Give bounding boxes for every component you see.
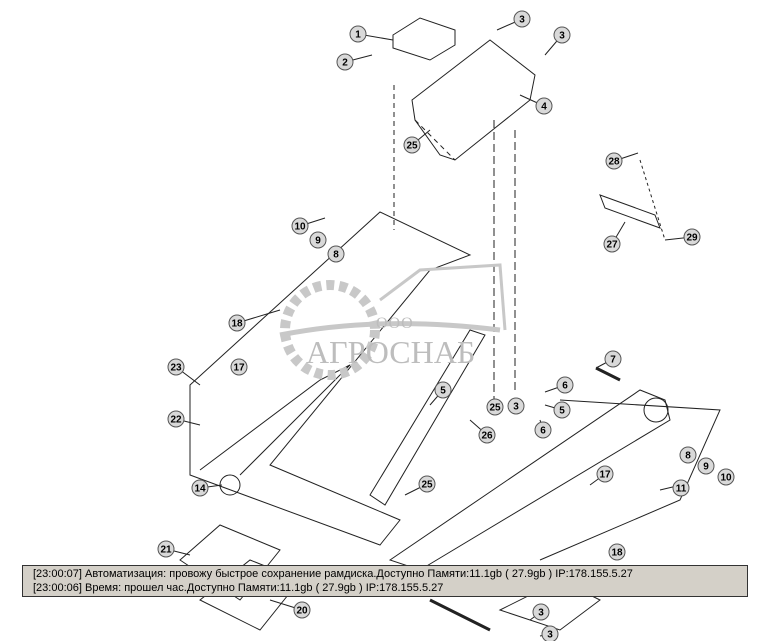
callout-9: 9 [697, 457, 715, 475]
part-frame [189, 211, 472, 546]
callout-23: 23 [167, 358, 185, 376]
callout-27: 27 [603, 235, 621, 253]
callout-label: 25 [421, 480, 433, 491]
callout-label: 11 [676, 484, 687, 495]
callout-25: 25 [403, 136, 421, 154]
callout-label: 8 [685, 451, 691, 462]
callout-label: 4 [541, 102, 547, 113]
part-bracket-top [392, 17, 456, 61]
callout-18: 18 [228, 314, 246, 332]
callout-label: 14 [194, 484, 206, 495]
callout-label: 6 [562, 381, 568, 392]
callout-25: 25 [418, 475, 436, 493]
callout-label: 1 [355, 30, 361, 41]
callout-label: 23 [170, 363, 182, 374]
log-line: [23:00:07] Автоматизация: провожу быстро… [33, 568, 633, 580]
callout-label: 25 [489, 403, 501, 414]
callout-label: 10 [294, 222, 306, 233]
callout-label: 22 [170, 415, 182, 426]
callout-label: 26 [481, 431, 493, 442]
callout-label: 10 [720, 473, 732, 484]
callout-22: 22 [167, 410, 185, 428]
callout-label: 20 [296, 606, 308, 617]
callout-label: 28 [608, 157, 620, 168]
callout-label: 5 [440, 386, 446, 397]
callout-2: 2 [336, 53, 354, 71]
callout-6: 6 [534, 421, 552, 439]
callout-label: 2 [342, 58, 348, 69]
callout-3: 3 [553, 26, 571, 44]
callout-1: 1 [349, 25, 367, 43]
watermark-prefix: ООО [376, 315, 414, 332]
callout-label: 21 [160, 545, 172, 556]
callout-3: 3 [532, 603, 550, 621]
callout-8: 8 [327, 245, 345, 263]
callout-25: 25 [486, 398, 504, 416]
callout-7: 7 [604, 350, 622, 368]
watermark-name: АГРОСНАБ [306, 334, 476, 370]
callout-21: 21 [157, 540, 175, 558]
callout-29: 29 [683, 228, 701, 246]
callout-3: 3 [541, 625, 559, 641]
callout-17: 17 [230, 358, 248, 376]
callout-label: 8 [333, 250, 339, 261]
callout-28: 28 [605, 152, 623, 170]
callout-14: 14 [191, 479, 209, 497]
callout-label: 5 [559, 406, 565, 417]
callout-10: 10 [291, 217, 309, 235]
part-bracket-27 [599, 194, 661, 229]
callout-9: 9 [309, 231, 327, 249]
callout-20: 20 [293, 601, 311, 619]
part-cover [411, 39, 536, 161]
callout-label: 25 [406, 141, 418, 152]
callout-label: 17 [599, 470, 611, 481]
callout-6: 6 [556, 376, 574, 394]
callout-label: 3 [519, 15, 525, 26]
callout-label: 3 [513, 402, 519, 413]
callout-11: 11 [672, 479, 690, 497]
log-line: [23:00:06] Время: прошел час.Доступно Па… [33, 582, 444, 594]
callout-10: 10 [717, 468, 735, 486]
callout-label: 3 [538, 608, 544, 619]
callout-4: 4 [535, 97, 553, 115]
watermark-logo [279, 263, 507, 380]
callout-label: 18 [231, 319, 243, 330]
callout-label: 27 [606, 240, 618, 251]
callout-label: 29 [686, 233, 698, 244]
log-panel: [23:00:07] Автоматизация: провожу быстро… [22, 565, 748, 597]
callout-5: 5 [553, 401, 571, 419]
callout-8: 8 [679, 446, 697, 464]
callout-label: 17 [233, 363, 245, 374]
callout-17: 17 [596, 465, 614, 483]
callout-3: 3 [513, 10, 531, 28]
callout-label: 6 [540, 426, 546, 437]
callout-label: 9 [703, 462, 709, 473]
callout-label: 18 [611, 548, 623, 559]
callout-18: 18 [608, 543, 626, 561]
callout-label: 7 [610, 355, 616, 366]
callout-3: 3 [507, 397, 525, 415]
callout-label: 9 [315, 236, 321, 247]
callout-26: 26 [478, 426, 496, 444]
callout-label: 3 [547, 630, 553, 641]
callout-5: 5 [434, 381, 452, 399]
callout-label: 3 [559, 31, 565, 42]
